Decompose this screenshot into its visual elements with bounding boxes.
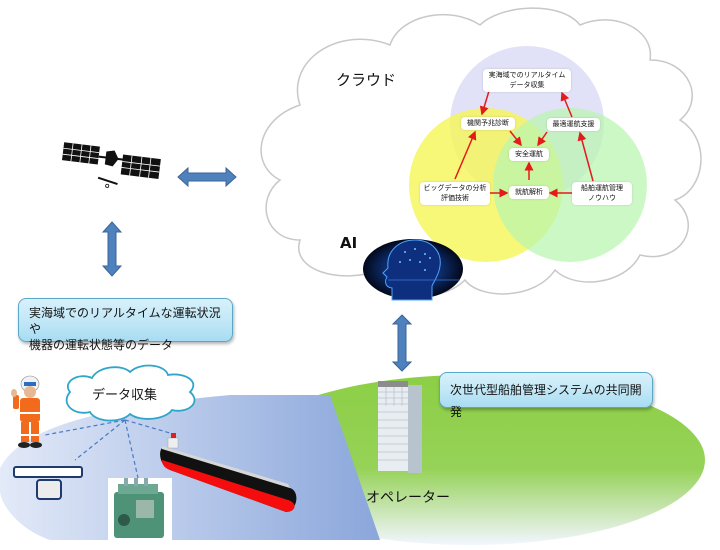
arrow-optimal-to-realtime — [560, 91, 573, 118]
arrow-bigdata-to-diagnosis — [454, 130, 477, 180]
venn-circle-right — [493, 108, 647, 262]
arrow-optimal-to-safe — [537, 131, 548, 147]
venn-node-bigdata-analysis: ビッグデータの分析 評価技術 — [420, 182, 490, 205]
satellite-data-arrow — [101, 221, 123, 277]
arrow-realtime-to-diagnosis — [479, 90, 490, 116]
venn-node-bigdata-line2: 評価技術 — [441, 194, 469, 202]
worker-icon — [11, 375, 42, 448]
engine-icon — [108, 478, 172, 542]
ai-label: AI — [340, 234, 358, 252]
ai-operator-arrow — [391, 314, 413, 372]
venn-node-voyage-analysis: 就航解析 — [509, 186, 549, 199]
arrow-diagnosis-to-safe — [509, 130, 522, 147]
venn-node-optimal-support: 最適運航支援 — [547, 118, 600, 131]
venn-node-bigdata-line1: ビッグデータの分析 — [423, 184, 487, 192]
data-connection-lines — [44, 419, 171, 479]
venn-node-safe-operation: 安全運航 — [509, 148, 549, 161]
satellite-icon — [61, 142, 161, 188]
brain-ai-icon — [363, 239, 463, 301]
ship-icon — [160, 433, 297, 512]
venn-node-realtime-data-line1: 実海域でのリアルタイム — [488, 71, 566, 79]
data-collection-label: データ収集 — [92, 388, 158, 403]
arrow-knowhow-to-optimal — [577, 131, 594, 182]
satellite-cloud-arrow — [177, 166, 237, 188]
venn-node-knowhow-line1: 船舶運航管理 — [581, 184, 623, 192]
data-description-line1: 実海域でのリアルタイムな運転状況や — [29, 306, 221, 336]
venn-arrows — [454, 90, 594, 198]
venn-node-knowhow-line2: ノウハウ — [588, 194, 616, 202]
cloud-title: クラウド — [336, 71, 397, 89]
venn-node-realtime-data-line2: データ収集 — [509, 81, 545, 89]
monitor-icon — [13, 466, 83, 500]
blue-arrows — [101, 166, 413, 372]
data-description-callout: 実海域でのリアルタイムな運転状況や 機器の運転状態等のデータ — [18, 298, 233, 352]
building-icon — [378, 381, 422, 473]
operator-label: オペレーター — [366, 490, 450, 506]
venn-node-ship-mgmt-knowhow: 船舶運航管理 ノウハウ — [572, 182, 632, 205]
venn-node-engine-diagnosis: 機関予兆診断 — [461, 117, 515, 130]
data-collection-cloud — [65, 364, 196, 422]
joint-development-callout: 次世代型船舶管理システムの共同開発 — [439, 372, 653, 419]
venn-node-realtime-data: 実海域でのリアルタイム データ収集 — [483, 69, 571, 92]
data-description-line2: 機器の運転状態等のデータ — [29, 338, 174, 352]
